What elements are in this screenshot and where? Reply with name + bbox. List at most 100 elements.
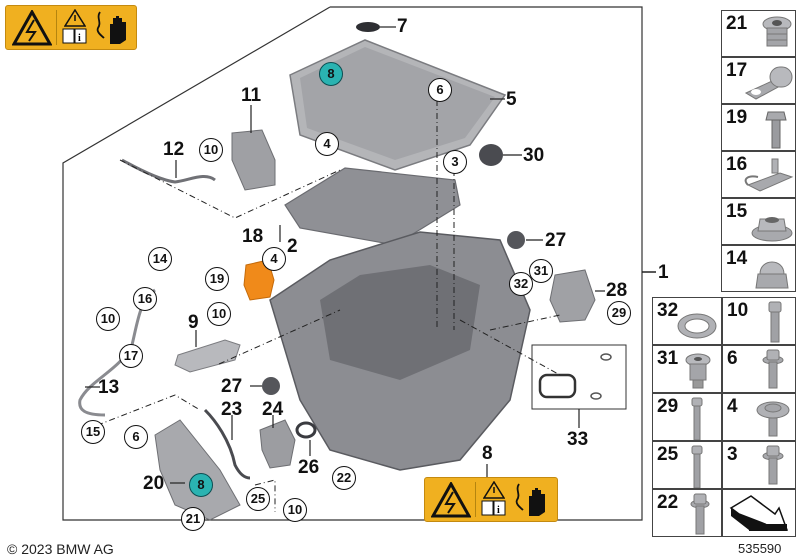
legend-cell-arrow[interactable] xyxy=(722,489,796,537)
part-23-sensor xyxy=(203,408,251,480)
callout-7[interactable]: 7 xyxy=(397,16,408,37)
long-bolt-icon xyxy=(691,445,703,488)
part-20-cover xyxy=(154,419,241,521)
legend-cell-4[interactable]: 4 xyxy=(722,393,796,441)
legend-cell-21[interactable]: 21 xyxy=(721,10,796,57)
svg-text:i: i xyxy=(78,33,81,44)
caution-triangle-icon xyxy=(483,481,505,499)
circled-callout-16[interactable]: 16 xyxy=(133,287,157,311)
callout-18[interactable]: 18 xyxy=(242,226,264,247)
legend-number: 16 xyxy=(726,154,748,175)
long-bolt-icon xyxy=(691,397,703,440)
torx-bolt-icon xyxy=(762,349,784,389)
read-manual-icon: i xyxy=(481,500,506,516)
callout-27-bottom[interactable]: 27 xyxy=(221,376,243,397)
callout-30[interactable]: 30 xyxy=(523,145,545,166)
copyright: © 2023 BMW AG xyxy=(7,541,114,557)
diagram-number: 535590 xyxy=(738,541,782,556)
legend-number: 21 xyxy=(726,13,748,34)
part-7-cap xyxy=(356,22,380,32)
warning-label-top: i xyxy=(5,5,137,50)
legend-number: 29 xyxy=(657,396,679,417)
legend-number: 4 xyxy=(727,396,738,417)
callout-13[interactable]: 13 xyxy=(98,377,120,398)
callout-27-top[interactable]: 27 xyxy=(545,230,567,251)
callout-26[interactable]: 26 xyxy=(298,457,320,478)
circled-callout-4[interactable]: 4 xyxy=(262,247,286,271)
circled-callout-10[interactable]: 10 xyxy=(207,302,231,326)
callout-12[interactable]: 12 xyxy=(163,139,185,160)
part-27-seal-bottom xyxy=(262,377,280,395)
torx-bolt-icon xyxy=(768,301,782,343)
legend-cell-14[interactable]: 14 xyxy=(721,245,796,292)
callout-24[interactable]: 24 xyxy=(262,399,284,420)
high-voltage-warning-icon xyxy=(12,10,52,46)
part-28 xyxy=(549,269,596,323)
circled-callout-22[interactable]: 22 xyxy=(332,466,356,490)
callout-1[interactable]: 1 xyxy=(658,262,669,283)
circled-callout-25[interactable]: 25 xyxy=(246,487,270,511)
torx-bolt-icon xyxy=(762,445,784,485)
circled-callout-4[interactable]: 4 xyxy=(315,132,339,156)
highlighted-callout-8-side[interactable]: 8 xyxy=(189,473,213,497)
legend-number: 25 xyxy=(657,444,679,465)
circled-callout-15[interactable]: 15 xyxy=(81,420,105,444)
legend-cell-22[interactable]: 22 xyxy=(652,489,722,537)
circled-callout-10[interactable]: 10 xyxy=(283,498,307,522)
legend-cell-29[interactable]: 29 xyxy=(652,393,722,441)
legend-number: 19 xyxy=(726,107,748,128)
callout-33[interactable]: 33 xyxy=(567,429,589,450)
highlighted-callout-8-cover[interactable]: 8 xyxy=(319,62,343,86)
circled-callout-29[interactable]: 29 xyxy=(607,301,631,325)
callout-20[interactable]: 20 xyxy=(143,473,165,494)
circled-callout-21[interactable]: 21 xyxy=(181,507,205,531)
flange-nut-icon xyxy=(751,217,793,242)
circled-callout-10[interactable]: 10 xyxy=(96,307,120,331)
next-page-arrow-icon[interactable] xyxy=(729,494,791,534)
legend-cell-32[interactable]: 32 xyxy=(652,297,722,345)
legend-cell-15[interactable]: 15 xyxy=(721,198,796,245)
part-11 xyxy=(231,129,276,191)
legend-cell-19[interactable]: 19 xyxy=(721,104,796,151)
hex-bolt-icon xyxy=(765,111,787,149)
callout-5[interactable]: 5 xyxy=(506,89,517,110)
circled-callout-14[interactable]: 14 xyxy=(148,247,172,271)
callout-23[interactable]: 23 xyxy=(221,399,243,420)
legend-cell-31[interactable]: 31 xyxy=(652,345,722,393)
legend-cell-17[interactable]: 17 xyxy=(721,57,796,104)
legend-cell-25[interactable]: 25 xyxy=(652,441,722,489)
torx-bolt-icon xyxy=(690,493,710,535)
legend-cell-3[interactable]: 3 xyxy=(722,441,796,489)
warning-label-part-8: i xyxy=(424,477,558,522)
cap-nut-icon xyxy=(755,261,789,289)
part-30 xyxy=(479,144,503,166)
legend-number: 10 xyxy=(727,300,749,321)
circled-callout-6[interactable]: 6 xyxy=(428,78,452,102)
legend-cell-10[interactable]: 10 xyxy=(722,297,796,345)
circled-callout-3[interactable]: 3 xyxy=(443,150,467,174)
callout-9[interactable]: 9 xyxy=(188,312,199,333)
circled-callout-6[interactable]: 6 xyxy=(124,425,148,449)
part-33-box xyxy=(531,344,627,410)
legend-cell-6[interactable]: 6 xyxy=(722,345,796,393)
callout-8[interactable]: 8 xyxy=(482,443,493,464)
circled-callout-10[interactable]: 10 xyxy=(199,138,223,162)
circled-callout-19[interactable]: 19 xyxy=(205,267,229,291)
legend-number: 17 xyxy=(726,60,748,81)
circled-callout-32[interactable]: 32 xyxy=(509,272,533,296)
pipe-clamp-icon xyxy=(744,66,793,100)
part-2-cover xyxy=(284,167,461,246)
callout-28[interactable]: 28 xyxy=(606,280,628,301)
seal-ring-icon xyxy=(677,313,717,339)
legend-number: 22 xyxy=(657,492,679,513)
legend-cell-16[interactable]: 16 xyxy=(721,151,796,198)
callout-2[interactable]: 2 xyxy=(287,236,298,257)
caution-triangle-icon xyxy=(64,9,86,27)
plug-screw-icon xyxy=(762,16,792,47)
part-27-seal-top xyxy=(507,231,525,249)
circled-callout-17[interactable]: 17 xyxy=(119,344,143,368)
electric-shock-hand-icon xyxy=(96,11,126,44)
callout-11[interactable]: 11 xyxy=(241,85,262,106)
circled-callout-31[interactable]: 31 xyxy=(529,259,553,283)
